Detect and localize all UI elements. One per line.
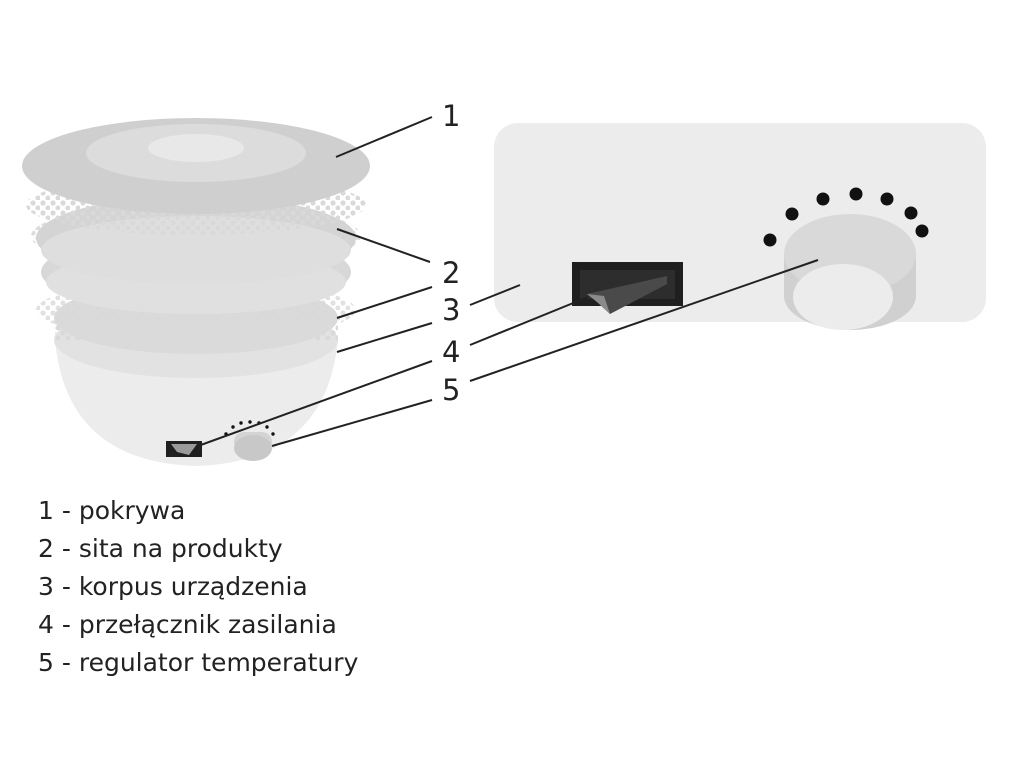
legend-number: 2 xyxy=(38,534,54,563)
callout-number-2: 2 xyxy=(442,256,460,290)
legend-number: 3 xyxy=(38,572,54,601)
callout-number-1: 1 xyxy=(442,99,460,133)
callout-number-3: 3 xyxy=(442,293,460,327)
lid xyxy=(22,118,370,214)
dehydrator-diagram: 1 2 3 4 5 xyxy=(22,99,986,466)
leader-line-3 xyxy=(336,286,433,319)
rocker-icon xyxy=(587,276,667,314)
leader-line-2 xyxy=(336,228,431,263)
legend-label: regulator temperatury xyxy=(78,648,359,677)
power-switch xyxy=(572,262,683,314)
legend-separator: - xyxy=(61,496,71,525)
leader-line-4b xyxy=(469,296,589,346)
legend-label: przełącznik zasilania xyxy=(78,610,337,639)
leader-line-4 xyxy=(197,360,433,447)
leader-line-3c xyxy=(469,284,521,306)
leader-line-5b xyxy=(469,259,819,382)
callout-number-5: 5 xyxy=(442,373,460,407)
temperature-knob xyxy=(763,187,929,330)
leader-line-5 xyxy=(271,399,433,447)
leader-lines xyxy=(197,116,819,447)
legend-item: 5 - regulator temperatury xyxy=(38,644,358,682)
small-temperature-knob xyxy=(224,420,275,461)
legend-item: 1 - pokrywa xyxy=(38,492,358,530)
legend-item: 3 - korpus urządzenia xyxy=(38,568,358,606)
legend-separator: - xyxy=(61,572,71,601)
legend-number: 1 xyxy=(38,496,54,525)
legend-separator: - xyxy=(61,648,71,677)
legend-label: pokrywa xyxy=(78,496,186,525)
legend-label: korpus urządzenia xyxy=(78,572,308,601)
legend-item: 2 - sita na produkty xyxy=(38,530,358,568)
leader-line-3b xyxy=(336,322,433,353)
legend-separator: - xyxy=(61,534,71,563)
dehydrator-device xyxy=(22,118,370,466)
small-power-switch xyxy=(166,441,202,457)
legend-item: 4 - przełącznik zasilania xyxy=(38,606,358,644)
legend-label: sita na produkty xyxy=(78,534,283,563)
legend: 1 - pokrywa 2 - sita na produkty 3 - kor… xyxy=(38,492,358,682)
leader-line-1 xyxy=(335,116,433,158)
legend-number: 5 xyxy=(38,648,54,677)
legend-number: 4 xyxy=(38,610,54,639)
legend-separator: - xyxy=(61,610,71,639)
temperature-scale-dots xyxy=(763,187,929,247)
callout-numbers: 1 2 3 4 5 xyxy=(442,99,460,407)
control-panel xyxy=(494,123,986,330)
callout-number-4: 4 xyxy=(442,335,460,369)
